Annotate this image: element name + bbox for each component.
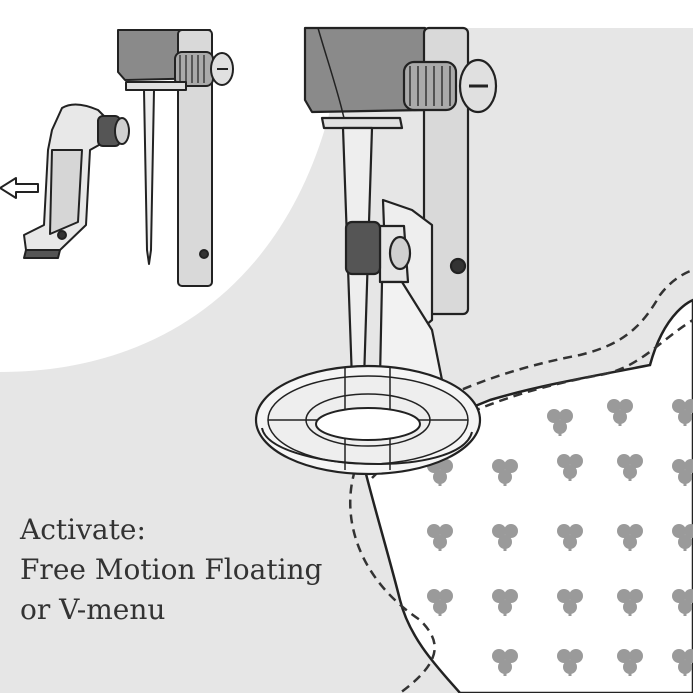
presser-foot-icon: [23, 103, 130, 259]
instruction-caption: Activate: Free Motion Floating or V-menu: [20, 510, 322, 630]
caption-line-3: or V-menu: [20, 593, 166, 626]
inset-illustration: [0, 29, 234, 287]
caption-line-1: Activate:: [20, 513, 146, 546]
caption-line-2: Free Motion Floating: [20, 553, 323, 586]
arrow-left-icon: [0, 177, 39, 199]
main-illustration: [254, 26, 498, 476]
